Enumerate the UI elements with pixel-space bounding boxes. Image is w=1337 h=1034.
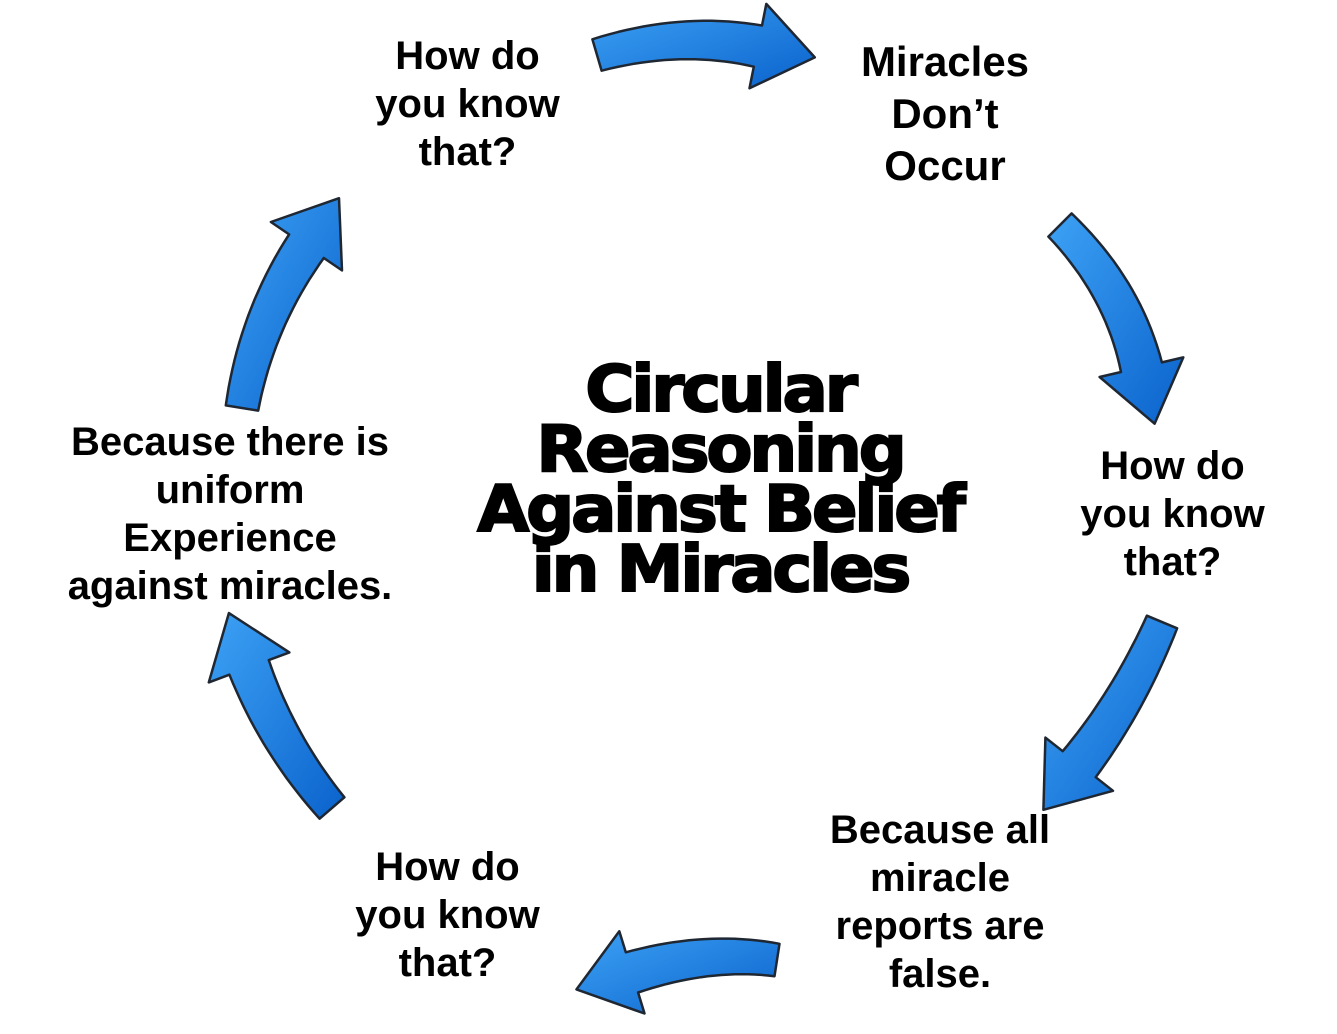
question-top-label: How do you know that? bbox=[375, 34, 560, 174]
arrow-group bbox=[207, 2, 1185, 1015]
curved-arrow-up-icon bbox=[207, 611, 346, 820]
claim-label: Miracles Don’t Occur bbox=[860, 38, 1030, 189]
curved-arrow-up-icon bbox=[224, 196, 344, 412]
diagram-title: Circular Reasoning Against Belief in Mir… bbox=[476, 353, 967, 607]
curved-arrow-left-icon bbox=[575, 930, 781, 1015]
curved-arrow-right-icon bbox=[591, 2, 817, 90]
curved-arrow-down-icon bbox=[1042, 614, 1179, 812]
reports-label: Because all miracle reports are false. bbox=[829, 808, 1051, 996]
experience-label: Because there is uniform Experience agai… bbox=[67, 420, 393, 608]
question-right-label: How do you know that? bbox=[1080, 444, 1265, 584]
question-bottom-label: How do you know that? bbox=[355, 845, 540, 985]
curved-arrow-down-icon bbox=[1047, 212, 1185, 425]
